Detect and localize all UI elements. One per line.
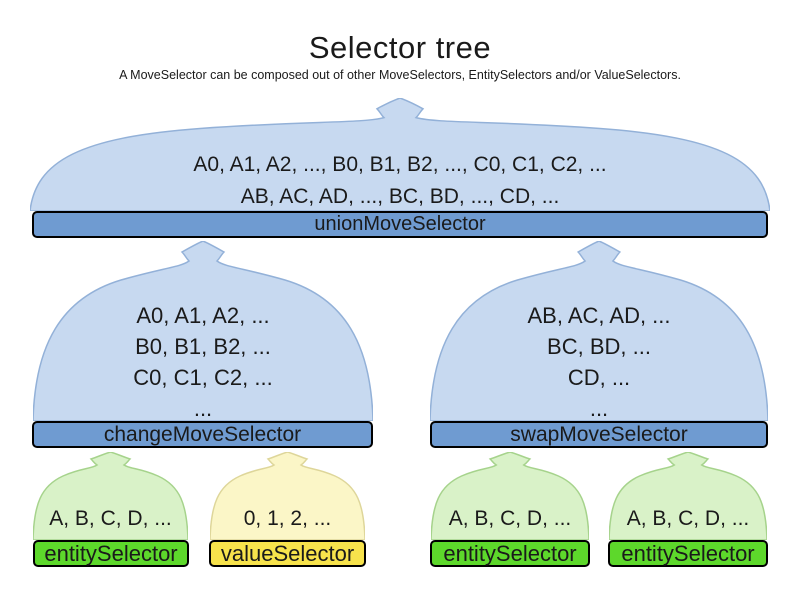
- swap-items-line-1: AB, AC, AD, ...: [527, 303, 671, 328]
- funnel-arrow-shape-green: [431, 452, 589, 540]
- entity-selector-1-bar: entitySelector: [33, 540, 189, 567]
- entity-2-items-line: A, B, C, D, ...: [448, 507, 572, 530]
- change-items-line-3: C0, C1, C2, ...: [133, 365, 273, 390]
- entity-selector-2-bar: entitySelector: [430, 540, 590, 567]
- entity-3-items-line: A, B, C, D, ...: [626, 507, 750, 530]
- entity-selector-1-label: entitySelector: [44, 540, 178, 566]
- entity-selector-2-funnel: [431, 452, 589, 540]
- entity-1-items-text: A, B, C, D, ...: [33, 507, 188, 531]
- entity-3-items-text: A, B, C, D, ...: [609, 507, 767, 531]
- change-move-selector-bar: changeMoveSelector: [32, 421, 373, 448]
- funnel-arrow-shape-yellow: [210, 452, 365, 540]
- change-items-line-2: B0, B1, B2, ...: [135, 334, 271, 359]
- entity-selector-3-label: entitySelector: [621, 540, 755, 566]
- swap-items-line-3: CD, ...: [567, 365, 631, 390]
- union-move-selector-funnel: [30, 98, 770, 211]
- page-title: Selector tree: [308, 30, 492, 65]
- funnel-arrow-shape-green: [609, 452, 767, 540]
- entity-2-items-text: A, B, C, D, ...: [431, 507, 589, 531]
- swap-move-selector-funnel: [430, 241, 768, 421]
- swap-move-selector-bar: swapMoveSelector: [430, 421, 768, 448]
- entity-selector-3-funnel: [609, 452, 767, 540]
- value-selector-label: valueSelector: [220, 540, 355, 566]
- change-items-line-4: ...: [193, 396, 213, 421]
- change-items-line-1: A0, A1, A2, ...: [136, 303, 270, 328]
- entity-selector-2-label: entitySelector: [443, 540, 577, 566]
- funnel-arrow-shape-blue: [33, 241, 373, 421]
- entity-selector-1-funnel: [33, 452, 188, 540]
- swap-move-selector-label: swapMoveSelector: [510, 422, 688, 446]
- value-selector-funnel: [210, 452, 365, 540]
- union-items-line-2: AB, AC, AD, ..., BC, BD, ..., CD, ...: [240, 185, 560, 208]
- funnel-arrow-shape-blue: [430, 241, 768, 421]
- swap-items-line-2: BC, BD, ...: [547, 334, 651, 359]
- change-items-text: A0, A1, A2, ... B0, B1, B2, ... C0, C1, …: [33, 300, 373, 424]
- union-items-line-1: A0, A1, A2, ..., B0, B1, B2, ..., C0, C1…: [193, 153, 607, 176]
- union-items-text: A0, A1, A2, ..., B0, B1, B2, ..., C0, C1…: [30, 149, 770, 213]
- union-move-selector-label: unionMoveSelector: [314, 213, 486, 235]
- change-move-selector-funnel: [33, 241, 373, 421]
- entity-1-items-line: A, B, C, D, ...: [49, 507, 172, 530]
- union-move-selector-bar: unionMoveSelector: [32, 211, 768, 238]
- diagram-subtitle: A MoveSelector can be composed out of ot…: [119, 68, 681, 82]
- value-items-text: 0, 1, 2, ...: [210, 507, 365, 531]
- swap-items-line-4: ...: [589, 396, 609, 421]
- value-items-line: 0, 1, 2, ...: [243, 507, 332, 530]
- funnel-arrow-shape-blue: [30, 98, 770, 211]
- swap-items-text: AB, AC, AD, ... BC, BD, ... CD, ... ...: [430, 300, 768, 424]
- value-selector-bar: valueSelector: [209, 540, 366, 567]
- funnel-arrow-shape-green: [33, 452, 188, 540]
- entity-selector-3-bar: entitySelector: [608, 540, 768, 567]
- change-move-selector-label: changeMoveSelector: [103, 422, 302, 446]
